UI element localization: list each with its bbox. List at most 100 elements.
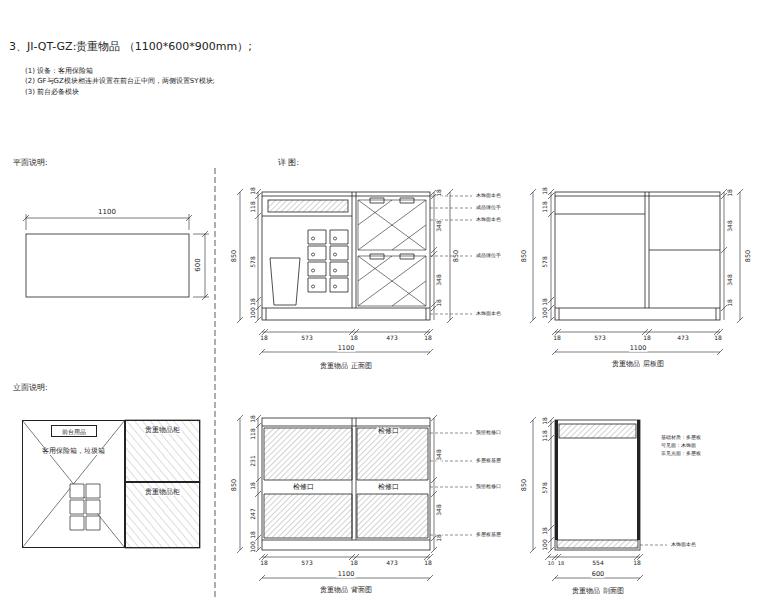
dimension-text: 231 xyxy=(250,454,256,467)
dimension-text: 1100 xyxy=(337,571,356,578)
leader-line xyxy=(640,545,667,546)
material-note: 基础材质：多层板 xyxy=(660,435,702,440)
dimension-text: 10 xyxy=(547,561,555,566)
label-box: 前台用品 xyxy=(51,425,97,437)
dimension-text: 18 xyxy=(542,186,548,196)
callout-note: 木饰面本色 xyxy=(670,543,697,548)
dimension-text: 573 xyxy=(300,335,313,341)
view-title: 贵重物品 剖面图 xyxy=(571,588,624,595)
trash-bin xyxy=(270,258,300,305)
dimension-lines xyxy=(237,189,453,355)
dimension-text: 18 xyxy=(557,561,565,566)
hatched-area xyxy=(125,482,200,548)
dimension-text: 100 xyxy=(250,306,256,319)
cabinet-outline xyxy=(555,192,720,320)
dimension-text: 18 xyxy=(250,186,256,196)
dimension-text: 247 xyxy=(250,507,256,520)
plan-view xyxy=(23,214,209,300)
dimension-text: 18 xyxy=(727,188,733,198)
callout-note: 预留检修口 xyxy=(475,485,502,490)
access-panels xyxy=(264,428,428,538)
dimension-text: 18 xyxy=(250,414,256,424)
callout-note: 成品缝位手 xyxy=(475,254,502,259)
panel-label: 检修口 xyxy=(377,484,400,491)
carcass-lines xyxy=(262,418,430,540)
dimension-text: 1100 xyxy=(629,345,648,352)
dimension-text: 18 xyxy=(542,526,548,536)
dimension-text: 18 xyxy=(552,335,562,341)
callout-note: 预留检修口 xyxy=(475,431,502,436)
dimension-lines xyxy=(530,189,743,355)
leader-lines xyxy=(430,196,472,314)
dimension-text: 850 xyxy=(521,249,528,263)
cabinet-outline xyxy=(262,418,430,550)
dimension-text: 348 xyxy=(436,448,442,461)
safe-boxes xyxy=(70,484,100,530)
shelf-view xyxy=(530,189,743,355)
panel-label: 检修口 xyxy=(292,484,315,491)
dimension-text: 18 xyxy=(632,560,642,566)
dimension-text: 18 xyxy=(259,560,269,566)
zone-box: 贵重物品柜 xyxy=(125,420,200,482)
dimension-text: 18 xyxy=(436,188,442,198)
dimension-text: 850 xyxy=(453,249,460,263)
dimension-text: 18 xyxy=(349,560,359,566)
zone-label: 贵重物品柜 xyxy=(144,489,181,496)
dimension-text: 18 xyxy=(727,298,733,308)
front-view xyxy=(237,189,472,355)
side-panels xyxy=(557,420,639,540)
dimension-text: 18 xyxy=(436,298,442,308)
dimension-text: 100 xyxy=(542,538,548,551)
dimension-text: 600 xyxy=(591,571,605,578)
callout-note: 成品缝位手 xyxy=(475,206,502,211)
drawer-knobs xyxy=(312,237,337,288)
view-title: 贵重物品 正面图 xyxy=(319,363,372,370)
section-outline xyxy=(555,420,640,550)
dimension-text: 473 xyxy=(385,560,398,566)
callout-note: 多层板基层 xyxy=(475,459,502,464)
dimension-text: 118 xyxy=(542,200,548,213)
section-view xyxy=(530,417,667,581)
dimension-text: 578 xyxy=(250,255,256,268)
material-note: 非见光面：多层板 xyxy=(660,451,702,456)
dimension-text: 18 xyxy=(349,335,359,341)
dimension-text: 473 xyxy=(385,335,398,341)
section-heading: 平面说明: xyxy=(12,159,49,167)
dimension-text: 118 xyxy=(542,429,548,442)
dimension-text: 554 xyxy=(591,560,604,566)
dimension-lines xyxy=(23,214,209,300)
dimension-text: 473 xyxy=(676,335,689,341)
safe-drawers xyxy=(308,230,348,292)
leader-lines xyxy=(430,433,472,535)
dimension-text: 1100 xyxy=(97,209,117,216)
dimension-lines xyxy=(530,417,643,581)
dimension-text: 18 xyxy=(250,530,256,540)
dimension-lines xyxy=(237,415,437,581)
callout-note: 木饰面本色 xyxy=(475,194,502,199)
dimension-text: 348 xyxy=(436,219,442,232)
dimension-text: 348 xyxy=(727,219,733,232)
callout-note: 木饰面本色 xyxy=(475,218,502,223)
note-line: (1) 设备：客用保险箱 xyxy=(24,68,94,75)
dimension-text: 850 xyxy=(745,249,752,263)
dimension-text: 850 xyxy=(231,249,238,263)
dimension-text: 118 xyxy=(250,200,256,213)
dimension-text: 578 xyxy=(542,481,548,494)
dimension-text: 578 xyxy=(542,255,548,268)
dimension-text: 348 xyxy=(436,503,442,516)
zone-box: 贵重物品柜 xyxy=(125,482,200,548)
dimension-text: 850 xyxy=(231,478,238,492)
drawing-title: 3、JI-QT-GZ:贵重物品 （1100*600*900mm）; xyxy=(8,41,253,52)
dimension-text: 348 xyxy=(436,273,442,286)
zone-label: 贵重物品柜 xyxy=(144,427,181,434)
note-line: (3) 前台必备模块 xyxy=(24,89,80,96)
hatched-area xyxy=(125,420,200,482)
dimension-text: 18 xyxy=(259,335,269,341)
callout-note: 多层板基层 xyxy=(475,533,502,538)
dimension-text: 118 xyxy=(250,427,256,440)
callout-note: 木饰面本色 xyxy=(475,312,502,317)
zone-label: 前台用品 xyxy=(61,429,87,435)
dimension-text: 18 xyxy=(713,335,723,341)
dimension-text: 573 xyxy=(300,560,313,566)
